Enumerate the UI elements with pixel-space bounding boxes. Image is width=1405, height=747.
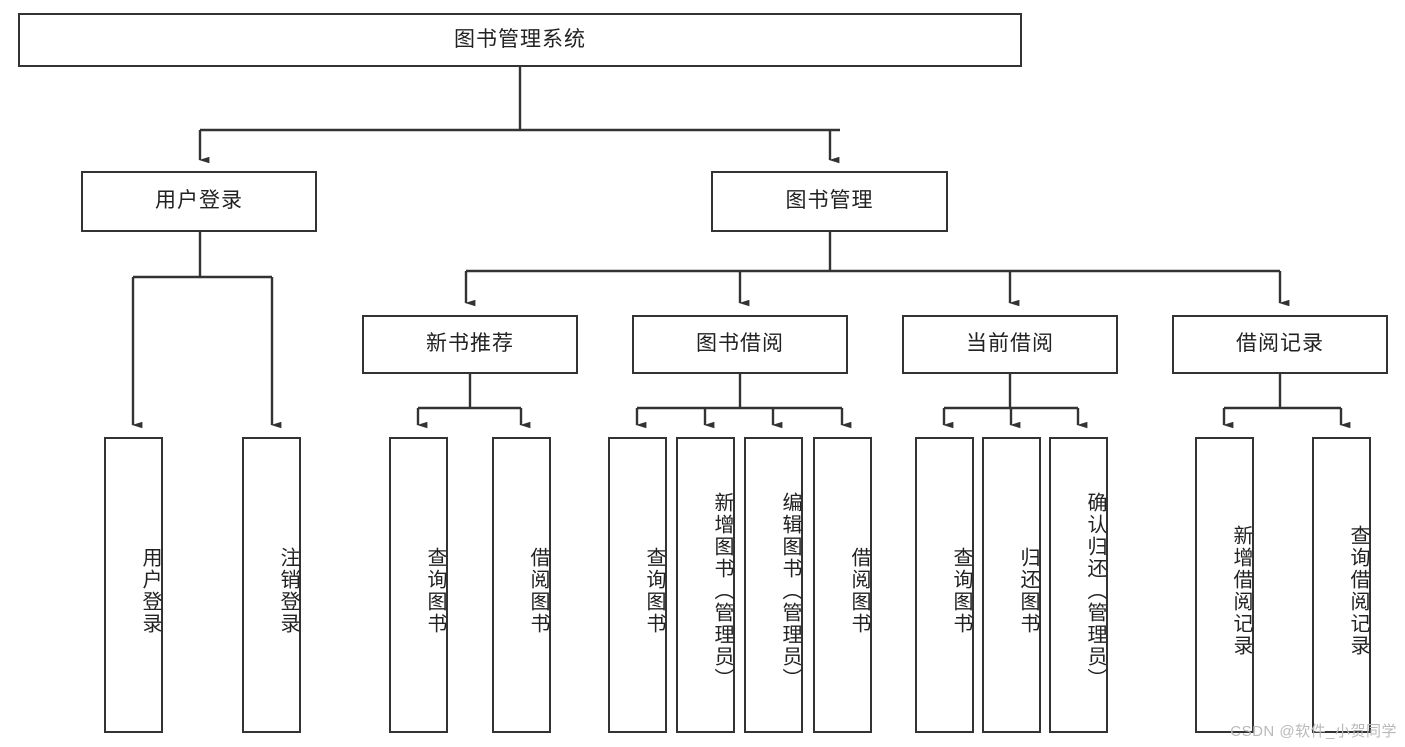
node-root-book-management-system[interactable]: 图书管理系统 (18, 13, 1022, 67)
node-label: 借阅图书 (527, 547, 549, 635)
node-label: 用户登录 (155, 189, 243, 213)
node-label: 注销登录 (277, 547, 299, 635)
leaf-borrow-book-recommend[interactable]: 借阅图书 (492, 437, 551, 733)
node-label: 借阅图书 (848, 547, 870, 635)
node-label: 查询图书 (950, 547, 972, 635)
node-label: 图书借阅 (696, 332, 784, 356)
leaf-query-book-recommend[interactable]: 查询图书 (389, 437, 448, 733)
leaf-return-book[interactable]: 归还图书 (982, 437, 1041, 733)
leaf-query-book-current[interactable]: 查询图书 (915, 437, 974, 733)
node-current-borrow[interactable]: 当前借阅 (902, 315, 1118, 374)
node-borrow-record[interactable]: 借阅记录 (1172, 315, 1388, 374)
leaf-borrow-book[interactable]: 借阅图书 (813, 437, 872, 733)
leaf-edit-book-admin[interactable]: 编辑图书（管理员） (744, 437, 803, 733)
node-book-borrow[interactable]: 图书借阅 (632, 315, 848, 374)
node-label: 用户登录 (139, 547, 161, 635)
watermark-text: CSDN @软件_小贺同学 (1230, 723, 1397, 740)
leaf-confirm-return-admin[interactable]: 确认归还（管理员） (1049, 437, 1108, 733)
node-label: 图书管理系统 (454, 27, 586, 51)
leaf-user-login[interactable]: 用户登录 (104, 437, 163, 733)
node-label: 查询图书 (643, 547, 665, 635)
node-label: 查询图书 (424, 547, 446, 635)
leaf-query-borrow-record[interactable]: 查询借阅记录 (1312, 437, 1371, 733)
node-label: 当前借阅 (966, 332, 1054, 356)
leaf-logout-login[interactable]: 注销登录 (242, 437, 301, 733)
node-label: 图书管理 (785, 189, 874, 213)
leaf-add-borrow-record[interactable]: 新增借阅记录 (1195, 437, 1254, 733)
node-label: 新增借阅记录 (1230, 525, 1252, 657)
node-label: 查询借阅记录 (1347, 525, 1369, 657)
leaf-query-book-borrow[interactable]: 查询图书 (608, 437, 667, 733)
node-book-management[interactable]: 图书管理 (711, 171, 948, 232)
node-new-book-recommendation[interactable]: 新书推荐 (362, 315, 578, 374)
node-label: 新书推荐 (426, 332, 514, 356)
node-label: 借阅记录 (1236, 332, 1324, 356)
node-label: 归还图书 (1017, 547, 1039, 635)
node-label: 新增图书（管理员） (711, 492, 733, 690)
node-user-login[interactable]: 用户登录 (81, 171, 317, 232)
node-label: 确认归还（管理员） (1084, 492, 1106, 690)
leaf-add-book-admin[interactable]: 新增图书（管理员） (676, 437, 735, 733)
node-label: 编辑图书（管理员） (779, 492, 801, 690)
